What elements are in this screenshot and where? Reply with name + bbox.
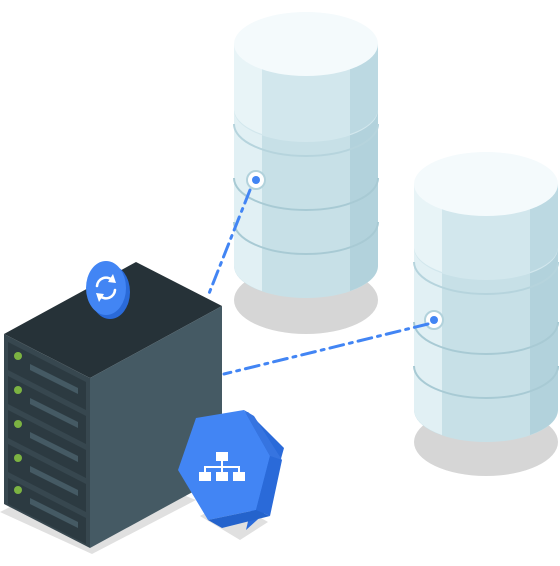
status-led [14,420,22,428]
status-led [14,352,22,360]
link-to-database-front [222,322,430,376]
network-hierarchy-icon [199,452,245,481]
server-top [4,262,222,378]
status-led [14,454,22,462]
database-front [413,152,559,476]
drive-bay [8,376,86,444]
drive-bay [8,444,86,512]
status-led [14,386,22,394]
connection-links [206,188,430,376]
drive-bay [8,342,86,410]
network-badge [178,410,284,540]
link-to-database-back [206,188,252,298]
server-rack [0,262,222,554]
status-led [14,486,22,494]
sync-icon [95,274,117,302]
database-back [233,12,379,334]
sync-badge [86,261,130,319]
drive-bay [8,478,86,544]
drive-bay [8,410,86,478]
drive-bays [8,342,86,544]
